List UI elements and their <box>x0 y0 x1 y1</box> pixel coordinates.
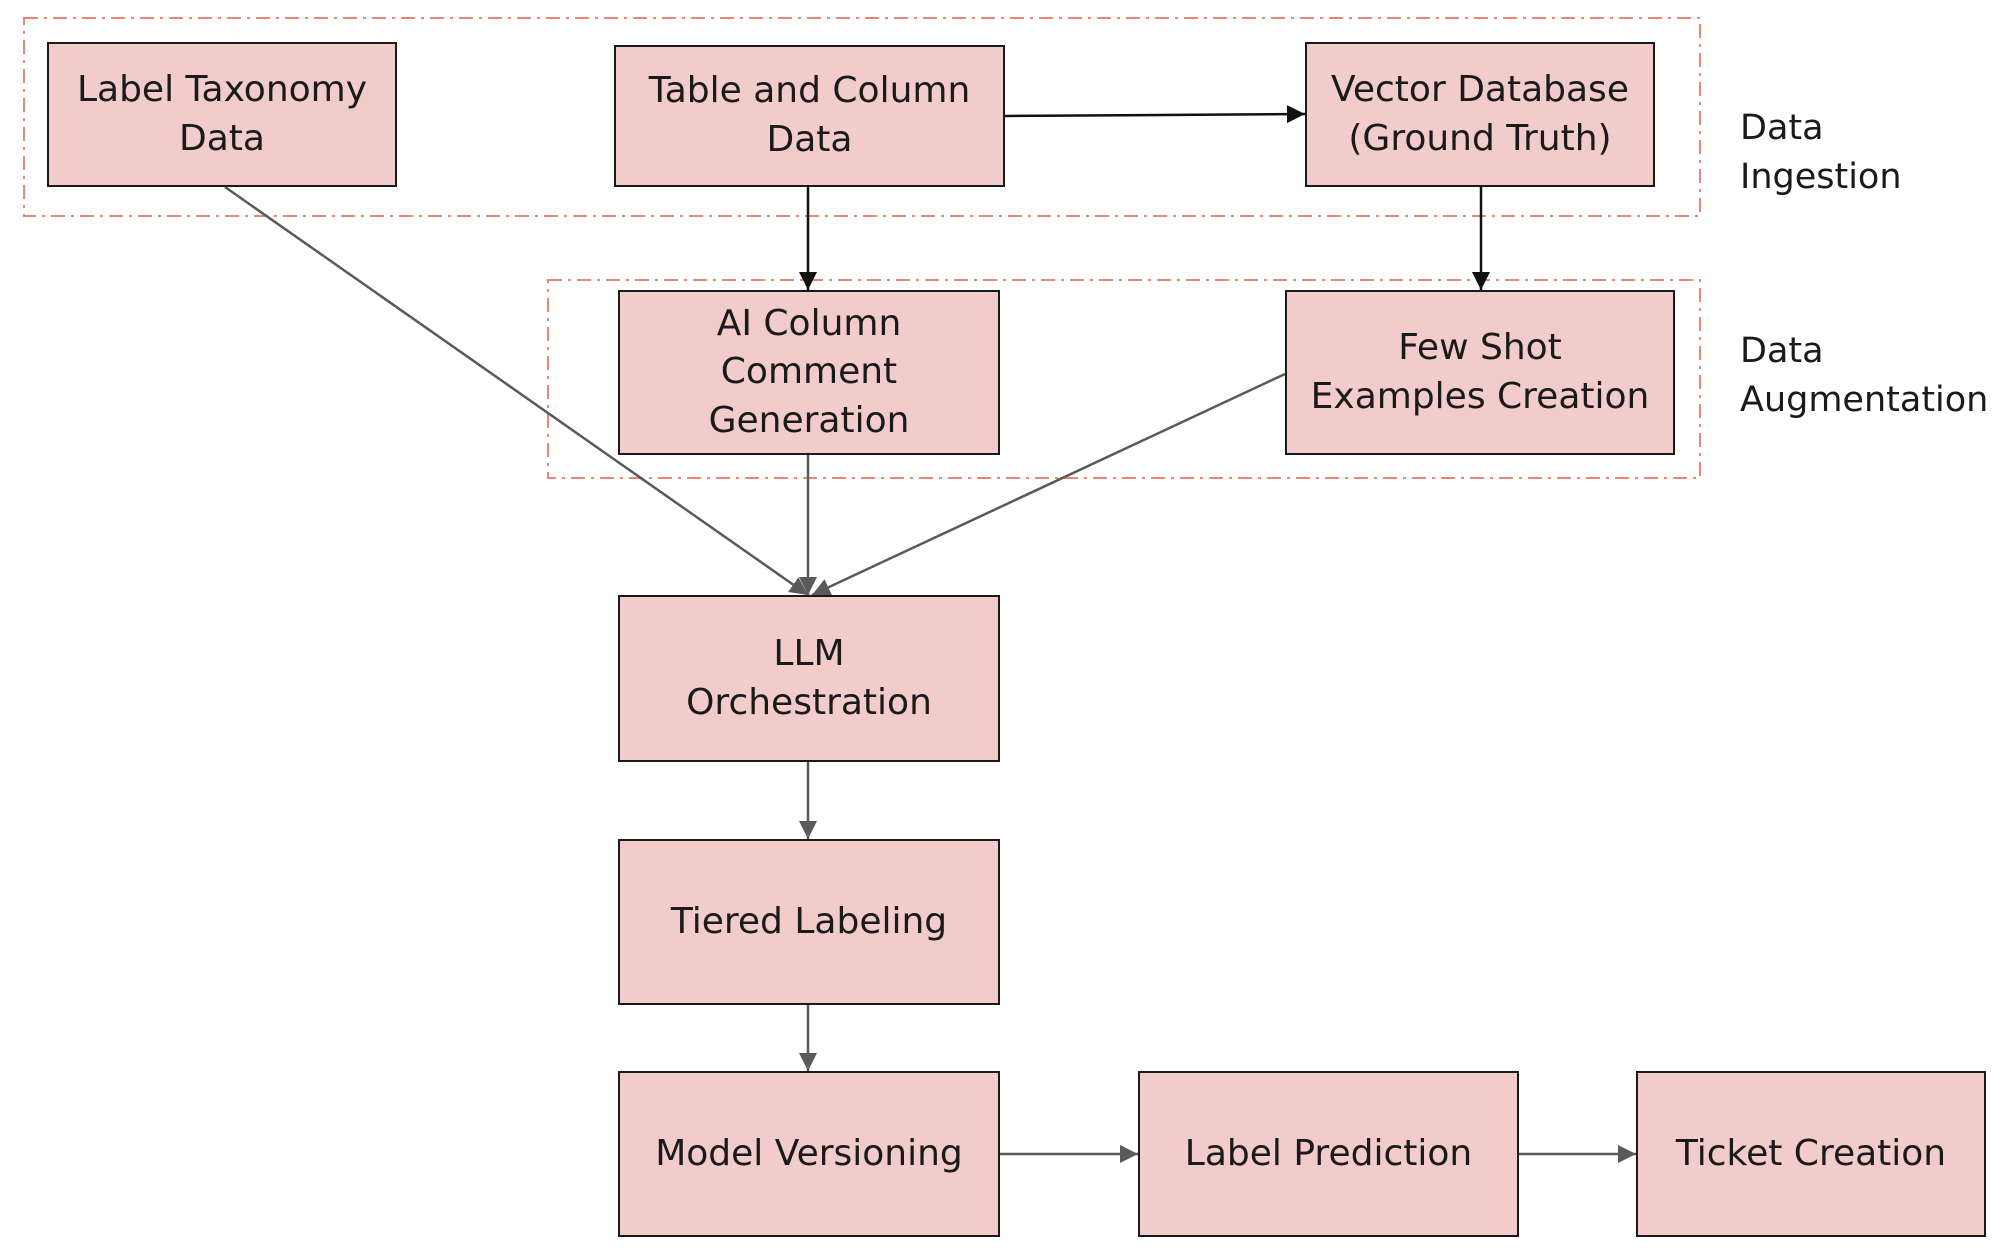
node-label-prediction: Label Prediction <box>1138 1071 1519 1237</box>
node-vector-database: Vector Database (Ground Truth) <box>1305 42 1655 187</box>
node-tiered-labeling: Tiered Labeling <box>618 839 1000 1005</box>
arrow-table-to-vector-db <box>1004 105 1306 124</box>
data-ingestion-label: Data Ingestion <box>1740 108 1902 197</box>
node-model-versioning: Model Versioning <box>618 1071 1000 1237</box>
data-augmentation-group-frame <box>547 279 1701 479</box>
node-few-shot-examples-creation: Few Shot Examples Creation <box>1285 290 1675 455</box>
node-label-taxonomy-data: Label Taxonomy Data <box>47 42 397 187</box>
node-ticket-creation: Ticket Creation <box>1636 1071 1986 1237</box>
node-llm-orchestration: LLM Orchestration <box>618 595 1000 762</box>
node-table-and-column-data: Table and Column Data <box>614 45 1005 187</box>
data-augmentation-label: Data Augmentation <box>1740 331 1989 420</box>
data-ingestion-group-frame <box>23 17 1701 217</box>
arrow-few-shot-to-llm <box>811 372 1286 597</box>
node-ai-column-comment-generation: AI Column Comment Generation <box>618 290 1000 455</box>
arrow-taxonomy-to-llm <box>224 185 809 597</box>
